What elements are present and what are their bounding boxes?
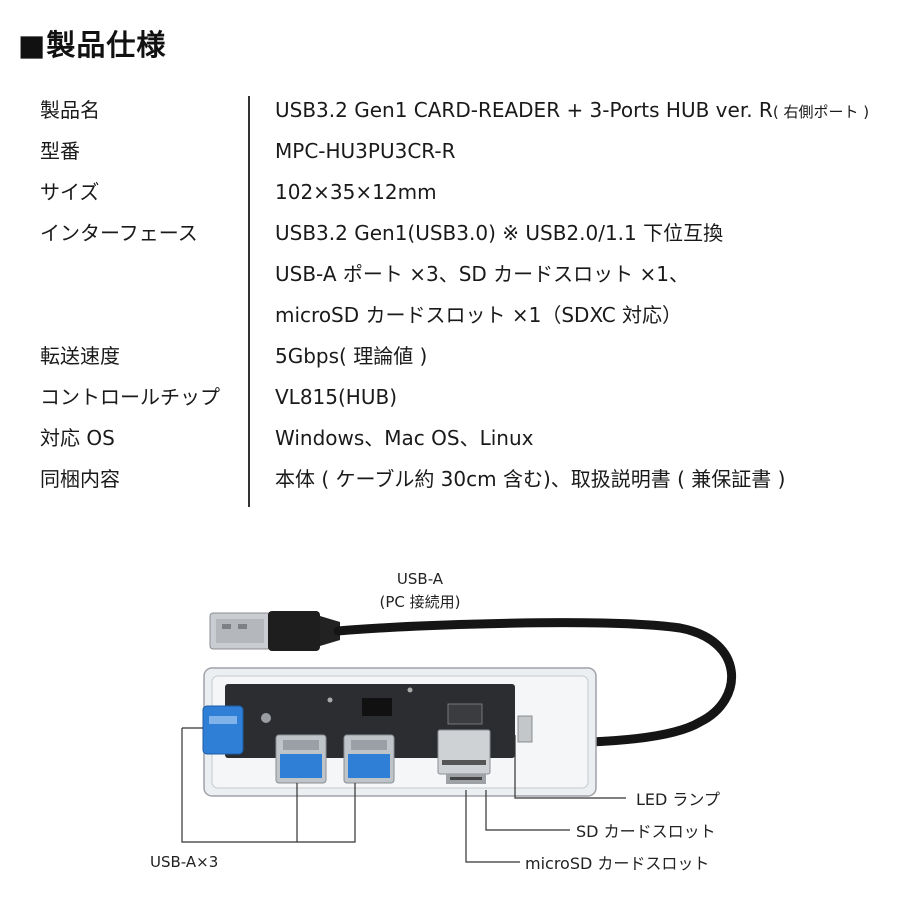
product-diagram: USB-A (PC 接続用) — [150, 570, 736, 873]
usb-port-front-icon-1 — [275, 734, 327, 784]
usb-cable — [333, 618, 736, 747]
microsd-slot-label: microSD カードスロット — [525, 854, 709, 873]
spec-value: microSD カードスロット ×1（SDXC 対応） — [275, 303, 683, 327]
spec-value: 102×35×12mm — [275, 180, 437, 204]
spec-label: インターフェース — [40, 221, 198, 245]
page-title: ■製品仕様 — [18, 28, 167, 62]
spec-value: 本体 ( ケーブル約 30cm 含む)、取扱説明書 ( 兼保証書 ) — [275, 467, 786, 491]
led-label: LED ランプ — [636, 790, 720, 809]
spec-note: ( 右側ポート ) — [772, 103, 870, 121]
usb-port-front-icon-2 — [343, 734, 395, 784]
spec-value: MPC-HU3PU3CR-R — [275, 139, 456, 163]
spec-label: 対応 OS — [40, 426, 115, 450]
spec-value: USB3.2 Gen1 CARD-READER + 3-Ports HUB ve… — [275, 90, 869, 132]
sd-slot-icon — [437, 729, 491, 775]
usb-plug-icon — [209, 611, 340, 651]
led-callout-line — [514, 735, 626, 799]
usb-a-subtitle: (PC 接続用) — [380, 593, 461, 611]
usb-ports-label: USB-A×3 — [150, 853, 218, 871]
spec-label: コントロールチップ — [40, 385, 220, 409]
spec-value: Windows、Mac OS、Linux — [275, 426, 534, 450]
spec-value: USB-A ポート ×3、SD カードスロット ×1、 — [275, 262, 690, 286]
usb-port-side-icon — [202, 705, 244, 755]
spec-label: 製品名 — [40, 98, 100, 122]
spec-label: 同梱内容 — [40, 467, 120, 491]
usb-ports-callout-line — [181, 728, 356, 843]
spec-divider — [248, 96, 250, 507]
microsd-callout-line — [465, 790, 520, 863]
spec-value-text: USB3.2 Gen1 CARD-READER + 3-Ports HUB ve… — [275, 98, 773, 122]
spec-value: USB3.2 Gen1(USB3.0) ※ USB2.0/1.1 下位互換 — [275, 221, 724, 245]
spec-value: VL815(HUB) — [275, 385, 398, 409]
hub-body — [203, 667, 597, 797]
sd-slot-label: SD カードスロット — [576, 822, 716, 841]
callout-lines — [181, 727, 626, 863]
usb-a-title: USB-A — [397, 570, 444, 588]
spec-label: サイズ — [40, 180, 100, 204]
sd-callout-line — [485, 790, 570, 831]
spec-label: 型番 — [40, 139, 80, 163]
spec-value: 5Gbps( 理論値 ) — [275, 344, 428, 368]
spec-label: 転送速度 — [40, 344, 120, 368]
microsd-slot-icon — [446, 774, 486, 784]
